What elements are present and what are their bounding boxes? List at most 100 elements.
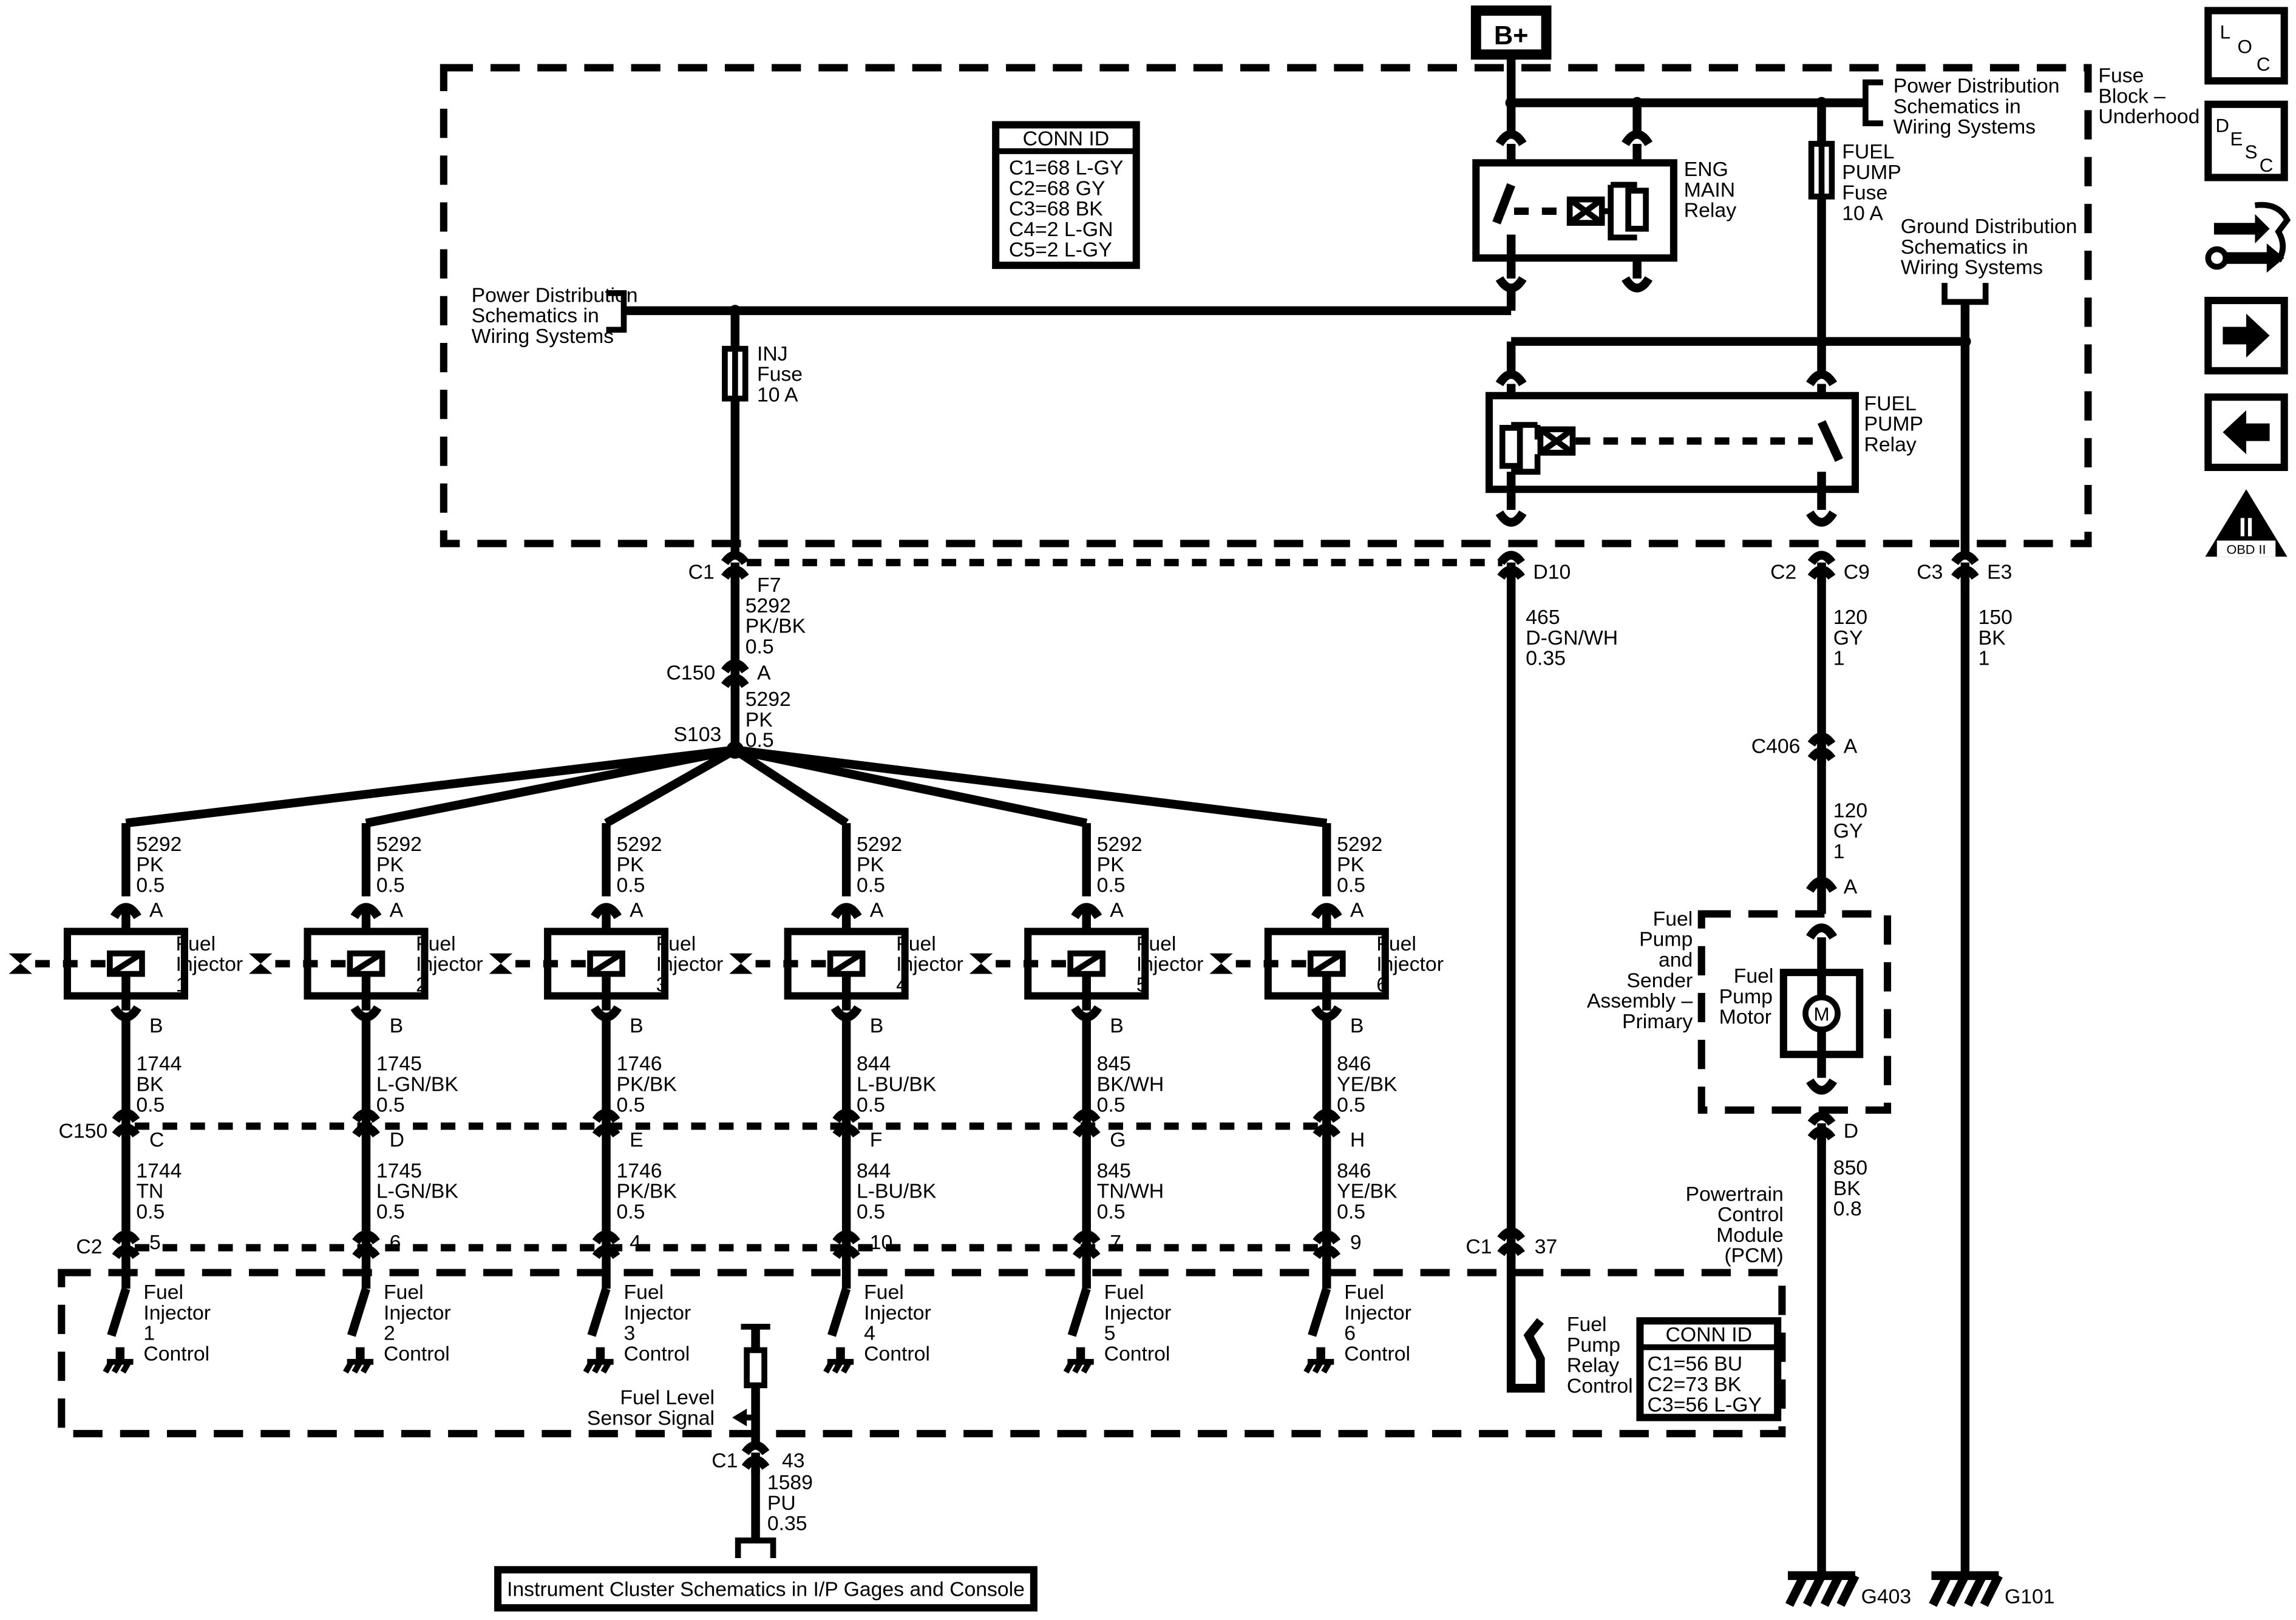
pin-b-label: B [870, 1014, 884, 1037]
fuel-pump-sender-assembly: M Fuel Pump Motor [1697, 910, 1892, 1114]
control-label: 4 [864, 1322, 875, 1345]
control-label: Fuel [624, 1281, 664, 1304]
control-label: Injector [143, 1301, 211, 1324]
c150-pin-label: E [630, 1128, 644, 1151]
ground-icon [583, 1358, 614, 1374]
control-label: Control [384, 1342, 450, 1365]
pcm-l4: (PCM) [1724, 1244, 1783, 1267]
conn-c1c: C1 [712, 1449, 738, 1472]
pump-motor-l1: Fuel [1734, 964, 1774, 988]
conn-id-pcm-row: C3=56 L-GY [1647, 1394, 1762, 1417]
control-label: 6 [1344, 1322, 1356, 1345]
loc-o: O [2238, 36, 2252, 57]
fp-relay-ctrl-l3: Relay [1567, 1354, 1619, 1377]
conn-id-table-top: CONN ID C1=68 L-GY C2=68 GY C3=68 BK C4=… [992, 121, 1140, 269]
conn-id-table-pcm: CONN ID C1=56 BU C2=73 BK C3=56 L-GY [1636, 1317, 1782, 1422]
wrench-connector-icon[interactable] [2205, 202, 2291, 273]
conn-c150-a: A [757, 662, 771, 685]
loc-button[interactable]: L O C [2204, 7, 2288, 85]
pin-a-label: A [870, 898, 884, 921]
pump-assy-l3: and [1659, 948, 1693, 971]
control-label: Injector [864, 1301, 931, 1324]
obd-ii-icon[interactable]: II OBD II [2205, 489, 2288, 557]
injector-name: 6 [1376, 973, 1388, 996]
conn-c150: C150 [666, 662, 715, 685]
ground-dist-2: Schematics in [1901, 236, 2028, 259]
instrument-cluster-label[interactable]: Instrument Cluster Schematics in I/P Gag… [507, 1578, 1025, 1601]
conn-c2: C2 [1770, 560, 1796, 583]
prev-arrow-button[interactable] [2204, 393, 2288, 472]
desc-c: C [2260, 155, 2274, 176]
instrument-cluster-link[interactable]: Instrument Cluster Schematics in I/P Gag… [494, 1566, 1038, 1612]
eng-main-relay-l1: ENG [1684, 158, 1728, 181]
fuse-block-label-2: Block – [2098, 84, 2165, 107]
pcm-l1: Powertrain [1685, 1182, 1783, 1205]
pin-a-label: A [630, 898, 644, 921]
fuse-block-underhood-box [440, 64, 2092, 547]
injector-name: Fuel [896, 932, 936, 955]
c150-pin-label: G [1110, 1128, 1126, 1151]
control-label: 3 [624, 1322, 636, 1345]
pin-a-label: A [1350, 898, 1364, 921]
pin-b-label: B [1350, 1014, 1364, 1037]
ground-dist-1: Ground Distribution [1901, 215, 2077, 238]
pump-assy-l2: Pump [1639, 928, 1693, 951]
pump-pin-d: D [1844, 1120, 1858, 1143]
inj-fuse-l1: INJ [757, 342, 788, 365]
control-label: 5 [1104, 1322, 1116, 1345]
pin-a-label: A [1110, 898, 1124, 921]
valve-icon [729, 953, 753, 974]
injector-name: 1 [175, 973, 187, 996]
desc-button[interactable]: D E S C [2204, 100, 2288, 181]
fuel-pump-fuse-l2: PUMP [1842, 161, 1901, 184]
fuel-pump-fuse: FUEL PUMP Fuse 10 A [1808, 103, 1901, 376]
control-label: Injector [1104, 1301, 1172, 1324]
conn-c1: C1 [688, 560, 715, 583]
c150-pin-label: F [870, 1128, 883, 1151]
injector-name: Fuel [416, 932, 456, 955]
injector-name: Injector [175, 953, 243, 976]
ground-icon [103, 1358, 134, 1374]
control-label: Control [143, 1342, 209, 1365]
pump-assy-l6: Primary [1622, 1010, 1693, 1033]
injector-name: Fuel [1376, 932, 1416, 955]
conn-37: 37 [1535, 1235, 1558, 1258]
pcm-pin-label: 5 [149, 1231, 161, 1254]
conn-43: 43 [782, 1449, 805, 1472]
next-arrow-button[interactable] [2204, 297, 2288, 374]
splice-s103-label: S103 [674, 723, 722, 746]
desc-s: S [2245, 141, 2258, 163]
fp-relay-ctrl-l1: Fuel [1567, 1313, 1607, 1336]
injector-name: Injector [896, 953, 963, 976]
control-label: Fuel [864, 1281, 904, 1304]
pin-b-label: B [630, 1014, 644, 1037]
pin-a-label: A [390, 898, 404, 921]
pin-a-label: A [149, 898, 163, 921]
conn-c3: C3 [1917, 560, 1943, 583]
control-label: Fuel [1104, 1281, 1144, 1304]
injector-name: 4 [896, 973, 908, 996]
ground-icon [1063, 1358, 1094, 1374]
c150-pin-label: C [149, 1128, 164, 1151]
control-label: Injector [1344, 1301, 1411, 1324]
injector-name: Fuel [656, 932, 696, 955]
loc-l: L [2220, 21, 2230, 42]
pump-assy-l4: Sender [1626, 969, 1693, 992]
control-label: Control [1104, 1342, 1170, 1365]
eng-main-relay: ENG MAIN Relay [1472, 103, 1736, 311]
